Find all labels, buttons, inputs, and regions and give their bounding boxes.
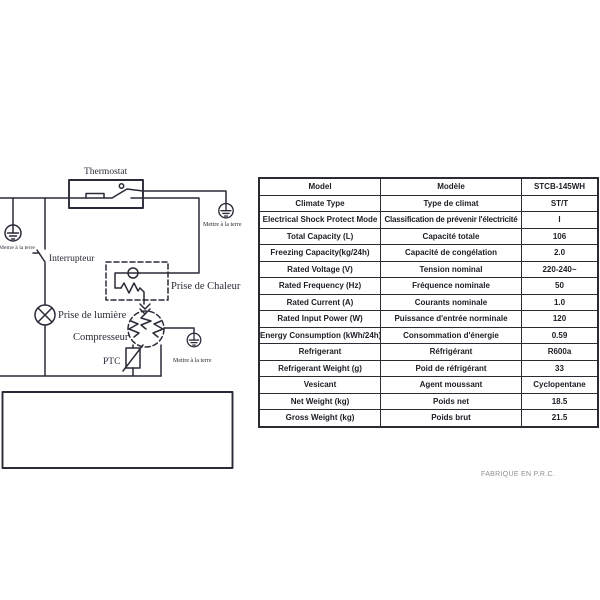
earth-symbol-compressor [186,332,202,348]
spec-cell-en: Net Weight (kg) [258,392,381,410]
made-in-label: FABRIQUE EN P.R.C. [481,471,556,478]
spec-row: Climate Type Type de climat ST/T [258,194,599,212]
spec-row: Freezing Capacity(kg/24h) Capacité de co… [258,244,599,262]
spec-cell-fr: Type de climat [380,194,522,212]
thermostat-box [68,179,144,209]
cabinet-panel-rect [1,391,234,469]
lamp-symbol [34,304,56,377]
spec-cell-fr: Tension nominal [380,260,522,278]
spec-row: Electrical Shock Protect Mode Classifica… [258,211,599,229]
compressor-circle [127,303,165,348]
ptc-label: PTC [103,357,120,367]
lamp-label: Prise de lumière [58,310,127,321]
return-wire [0,344,162,377]
spec-cell-val: 120 [521,310,599,328]
earth-symbol-left [4,224,22,242]
thermostat-output-wires [139,190,227,274]
spec-cell-en: Energy Consumption (kWh/24h) [258,326,381,344]
spec-cell-val: 33 [521,359,599,377]
spec-row: Rated Current (A) Courants nominale 1.0 [258,293,599,311]
spec-cell-en: Total Capacity (L) [258,227,381,245]
spec-row: Gross Weight (kg) Poids brut 21.5 [258,409,599,427]
spec-cell-en: Climate Type [258,194,381,212]
spec-cell-en: Refrigerant [258,343,381,361]
spec-cell-en: Rated Frequency (Hz) [258,277,381,295]
spec-row: Rated Voltage (V) Tension nominal 220-24… [258,260,599,278]
spec-cell-fr: Capacité de congélation [380,244,522,262]
spec-row: Refrigerant Weight (g) Poid de réfrigéra… [258,359,599,377]
spec-row: Refrigerant Réfrigérant R600a [258,343,599,361]
spec-row: Vesicant Agent moussant Cyclopentane [258,376,599,394]
spec-row: Model Modèle STCB-145WH [258,177,599,196]
spec-cell-fr: Puissance d'entrée norminale [380,310,522,328]
earth-left-label: Mettre à la terre [0,245,35,251]
spec-cell-val: 21.5 [521,409,599,427]
spec-cell-en: Vesicant [258,376,381,394]
spec-cell-fr: Agent moussant [380,376,522,394]
spec-cell-en: Freezing Capacity(kg/24h) [258,244,381,262]
interrupteur-label: Interrupteur [49,254,95,264]
spec-row: Net Weight (kg) Poids net 18.5 [258,392,599,410]
spec-cell-val: 220-240~ [521,260,599,278]
spec-cell-en: Electrical Shock Protect Mode [258,211,381,229]
spec-cell-val: R600a [521,343,599,361]
spec-table-grid: Model Modèle STCB-145WH Climate Type Typ… [258,177,599,428]
interrupteur-switch [32,197,46,306]
spec-cell-fr: Réfrigérant [380,343,522,361]
spec-row: Total Capacity (L) Capacité totale 106 [258,227,599,245]
spec-cell-fr: Fréquence nominale [380,277,522,295]
thermostat-label: Thermostat [84,167,128,177]
spec-cell-fr: Poid de réfrigérant [380,359,522,377]
compressor-earth-wire [163,327,195,334]
spec-cell-fr: Courants nominale [380,293,522,311]
spec-cell-en: Rated Input Power (W) [258,310,381,328]
spec-cell-val: Cyclopentane [521,376,599,394]
spec-cell-fr: Poids net [380,392,522,410]
spec-cell-val: 18.5 [521,392,599,410]
spec-cell-en: Rated Voltage (V) [258,260,381,278]
spec-cell-en: Model [258,177,381,196]
spec-cell-val: ST/T [521,194,599,212]
spec-cell-val: 106 [521,227,599,245]
spec-cell-fr: Modèle [380,177,522,196]
spec-cell-val: STCB-145WH [521,177,599,196]
spec-table: Model Modèle STCB-145WH Climate Type Typ… [258,177,599,428]
spec-cell-en: Gross Weight (kg) [258,409,381,427]
spec-row: Rated Frequency (Hz) Fréquence nominale … [258,277,599,295]
heater-label: Prise de Chaleur [171,281,241,292]
earth-compressor-label: Mettre à la terre [173,358,212,364]
spec-row: Energy Consumption (kWh/24h) Consommatio… [258,326,599,344]
spec-cell-fr: Capacité totale [380,227,522,245]
spec-cell-val: 2.0 [521,244,599,262]
earth-symbol-right [218,202,234,219]
spec-row: Rated Input Power (W) Puissance d'entrée… [258,310,599,328]
spec-cell-val: I [521,211,599,229]
compressor-label: Compresseur [73,332,129,343]
earth-right-label: Mettre à la terre [203,222,242,228]
spec-cell-fr: Consommation d'énergie [380,326,522,344]
spec-cell-val: 0.59 [521,326,599,344]
spec-cell-val: 1.0 [521,293,599,311]
spec-cell-en: Rated Current (A) [258,293,381,311]
ptc-thermistor [122,344,144,377]
supply-wire [0,197,113,226]
heater-box [105,261,169,305]
spec-cell-en: Refrigerant Weight (g) [258,359,381,377]
spec-cell-fr: Poids brut [380,409,522,427]
spec-cell-fr: Classification de prévenir l'électricité [380,211,522,229]
spec-cell-val: 50 [521,277,599,295]
